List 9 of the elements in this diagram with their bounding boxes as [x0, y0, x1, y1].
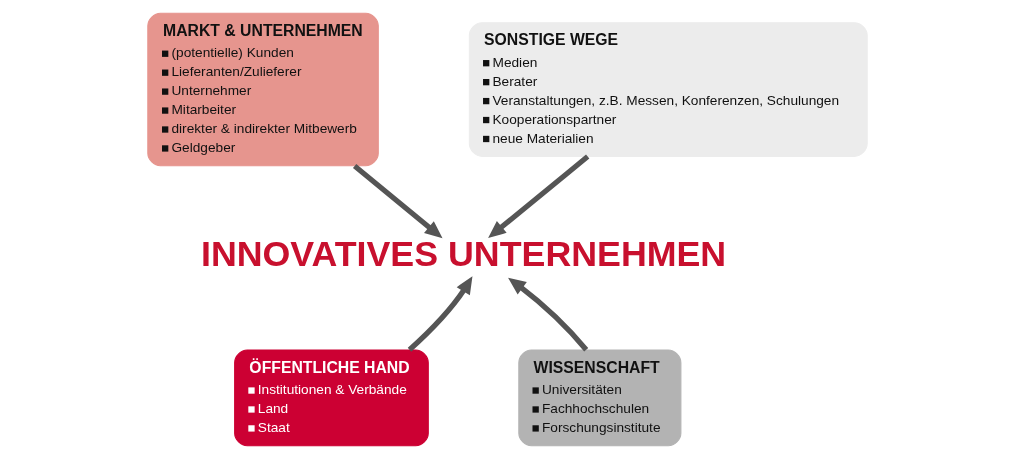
- node-box: ÖFFENTLICHE HAND Institutionen & Verbände Land Staat: [233, 349, 429, 446]
- arrow: [352, 163, 443, 238]
- arrow: [507, 277, 588, 351]
- node-box: SONSTIGE WEGE Medien Berater Veranstaltungen, z.B. Messen, Konferenzen, Schulungen Kooperationspartner neue Materialien: [468, 21, 868, 157]
- arrow: [407, 275, 472, 352]
- node-text: INNOVATIVES UNTERNEHMEN: [200, 233, 726, 274]
- arrow: [487, 154, 589, 238]
- node-box: WISSENSCHAFT Universitäten Fachhochschulen Forschungsinstitute: [517, 349, 681, 446]
- node-box: MARKT & UNTERNEHMEN (potentielle) Kunden Lieferanten/Zulieferer Unternehmer Mitarbeiter direkter & indirekter Mitbewerb Geldgeber: [146, 12, 379, 166]
